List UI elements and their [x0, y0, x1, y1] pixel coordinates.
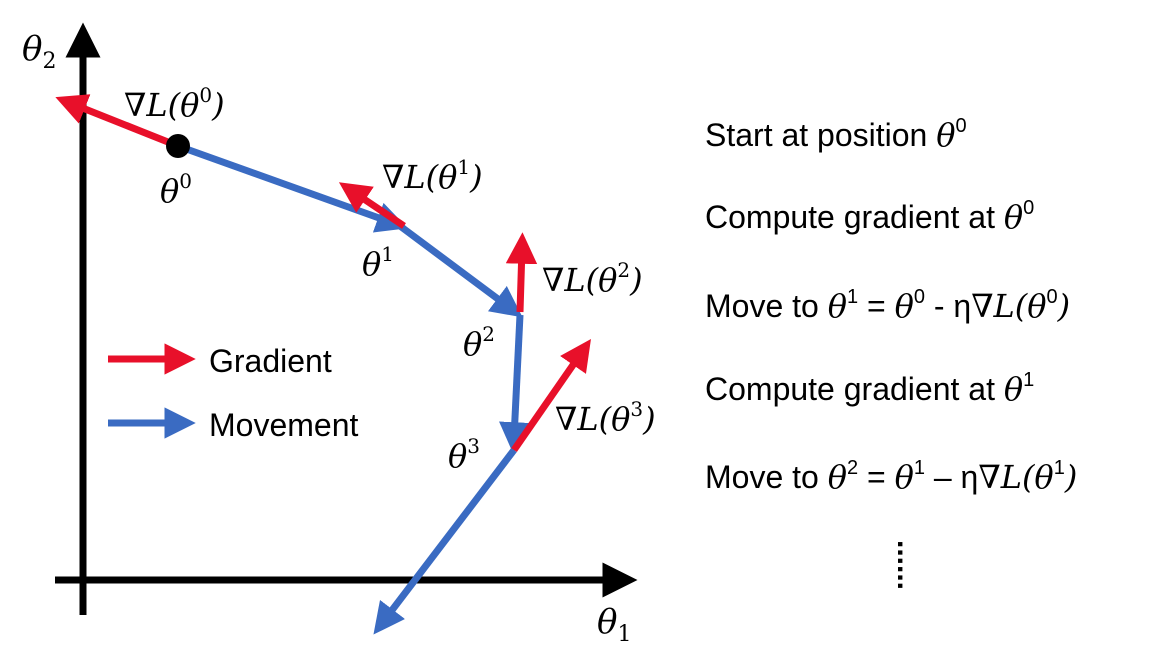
movement-arrow-0-1: [176, 142, 408, 233]
point-label-3: θ3: [448, 434, 480, 475]
step-1: Start at position θ0: [705, 115, 967, 154]
step-4: Compute gradient at θ1: [705, 369, 1034, 408]
gradient-arrow-0: [55, 94, 180, 150]
gradient-label-1: ∇L(θ1): [382, 155, 483, 196]
gradient-label-2: ∇L(θ2): [542, 258, 643, 299]
gradient-arrow-1: [338, 182, 406, 229]
y-axis-label: θ2: [22, 29, 56, 74]
legend-gradient-label: Gradient: [209, 343, 332, 379]
legend-movement-label: Movement: [209, 407, 359, 443]
step-2: Compute gradient at θ0: [705, 197, 1034, 236]
point-label-0: θ0: [160, 169, 192, 210]
point-label-1: θ1: [362, 242, 394, 283]
movement-arrow-3-next: [373, 447, 517, 635]
gradient-arrow-3: [511, 339, 591, 452]
step-3: Move to θ1 = θ0 - η∇L(θ0): [705, 286, 1070, 325]
gradient-label-3: ∇L(θ3): [555, 397, 656, 438]
start-point: [166, 134, 190, 158]
gradient-arrow-2: [505, 232, 538, 313]
point-label-2: θ2: [463, 322, 495, 363]
step-5: Move to θ2 = θ1 – η∇L(θ1): [705, 457, 1077, 496]
x-axis-label: θ1: [597, 602, 631, 647]
movement-arrow-2-3: [499, 314, 531, 454]
vertical-ellipsis: ......: [891, 540, 924, 590]
gradient-label-0: ∇L(θ0): [124, 83, 225, 124]
movement-arrow-1-2: [397, 223, 523, 318]
